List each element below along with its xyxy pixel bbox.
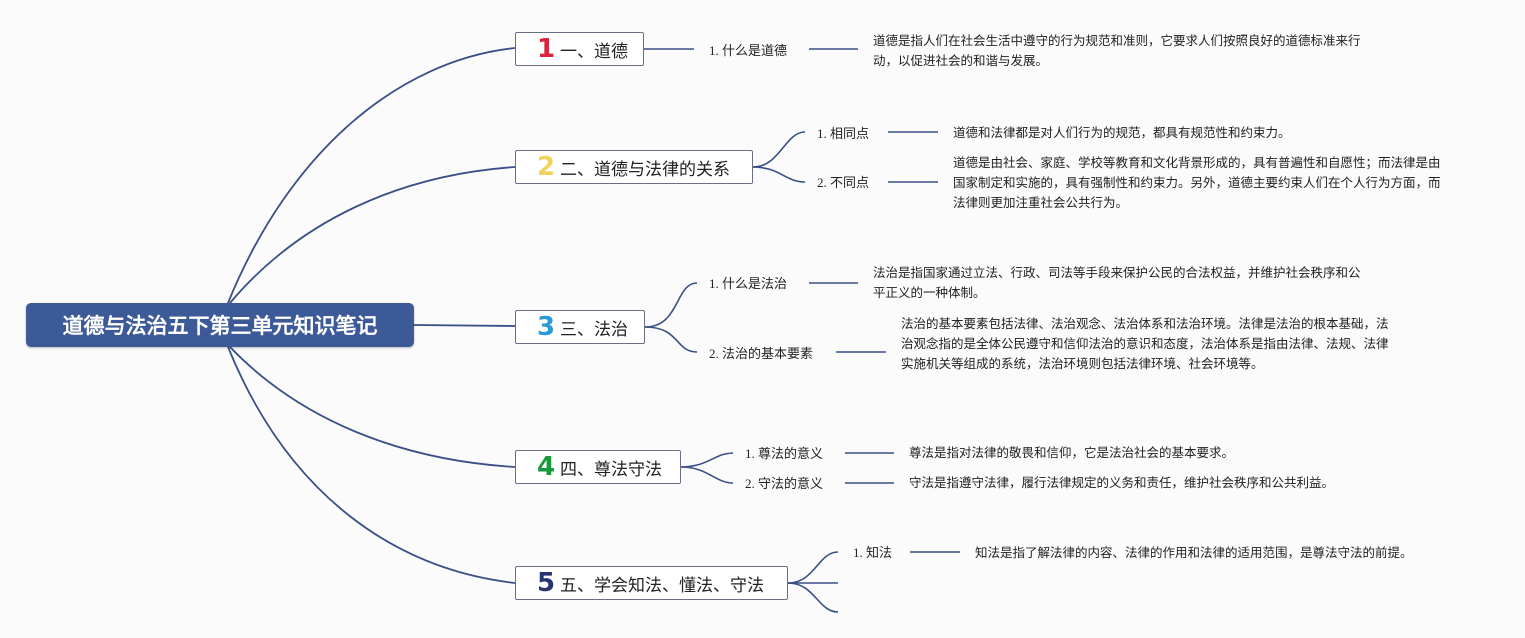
topic-5[interactable]: 5 五、学会知法、懂法、守法 bbox=[515, 566, 788, 600]
subtopic-4-1[interactable]: 1. 尊法的意义 bbox=[745, 446, 824, 461]
detail-2-1: 道德和法律都是对人们行为的规范，都具有规范性和约束力。 bbox=[953, 125, 1291, 140]
detail-3-1: 法治是指国家通过立法、行政、司法等手段来保护公民的合法权益，并维护社会秩序和公平… bbox=[873, 265, 1361, 300]
topic-4-label: 四、尊法守法 bbox=[560, 459, 662, 480]
subtopic-2-2[interactable]: 2. 不同点 bbox=[817, 175, 870, 190]
connector-topic5-sub1 bbox=[787, 551, 839, 584]
root-title: 道德与法治五下第三单元知识笔记 bbox=[62, 314, 378, 338]
topic-1-label: 一、道德 bbox=[560, 41, 628, 62]
connector-root-topic-3 bbox=[413, 324, 516, 327]
connector-topic3-sub1 bbox=[644, 282, 698, 328]
topic-3[interactable]: 3 三、法治 bbox=[515, 310, 645, 344]
number-4-icon: 4 bbox=[536, 452, 556, 482]
connector-topic3-sub2 bbox=[644, 326, 698, 353]
number-5-icon: 5 bbox=[536, 568, 556, 598]
connector-topic2-sub2 bbox=[752, 166, 806, 183]
connector-root-topic-5 bbox=[227, 346, 516, 584]
subtopic-4-2[interactable]: 2. 守法的意义 bbox=[745, 476, 824, 491]
topic-1[interactable]: 1 一、道德 bbox=[515, 32, 644, 66]
connector-root-topic-1 bbox=[227, 47, 516, 304]
topic-3-label: 三、法治 bbox=[560, 319, 628, 340]
topic-5-label: 五、学会知法、懂法、守法 bbox=[560, 575, 764, 596]
detail-2-2: 道德是由社会、家庭、学校等教育和文化背景形成的，具有普遍性和自愿性；而法律是由国… bbox=[953, 155, 1441, 210]
subtopic-2-1[interactable]: 1. 相同点 bbox=[817, 126, 870, 141]
topic-2[interactable]: 2 二、道德与法律的关系 bbox=[515, 150, 753, 184]
detail-1-1: 道德是指人们在社会生活中遵守的行为规范和准则，它要求人们按照良好的道德标准来行动… bbox=[873, 33, 1361, 68]
connector-topic4-sub1 bbox=[680, 452, 734, 468]
number-1-icon: 1 bbox=[536, 34, 556, 64]
connector-root-topic-2 bbox=[229, 166, 516, 304]
subtopic-3-2[interactable]: 2. 法治的基本要素 bbox=[709, 346, 814, 361]
number-3-icon: 3 bbox=[536, 312, 556, 342]
number-2-icon: 2 bbox=[536, 152, 556, 182]
connector-topic4-sub2 bbox=[680, 466, 734, 484]
topic-4[interactable]: 4 四、尊法守法 bbox=[515, 450, 681, 484]
subtopic-3-1[interactable]: 1. 什么是法治 bbox=[709, 276, 788, 291]
subtopic-1-1[interactable]: 1. 什么是道德 bbox=[709, 43, 788, 58]
root-topic[interactable]: 道德与法治五下第三单元知识笔记 bbox=[26, 303, 414, 347]
detail-4-2: 守法是指遵守法律，履行法律规定的义务和责任，维护社会秩序和公共利益。 bbox=[909, 475, 1335, 490]
connector-topic2-sub1 bbox=[752, 131, 806, 168]
detail-5-1: 知法是指了解法律的内容、法律的作用和法律的适用范围，是尊法守法的前提。 bbox=[975, 545, 1413, 560]
connector-root-topic-4 bbox=[229, 346, 516, 468]
detail-4-1: 尊法是指对法律的敬畏和信仰，它是法治社会的基本要求。 bbox=[909, 445, 1235, 460]
topic-2-label: 二、道德与法律的关系 bbox=[560, 159, 730, 180]
detail-3-2: 法治的基本要素包括法律、法治观念、法治体系和法治环境。法律是法治的根本基础，法治… bbox=[901, 316, 1389, 371]
connector-topic5-sub3 bbox=[787, 582, 839, 613]
subtopic-5-1[interactable]: 1. 知法 bbox=[853, 545, 893, 560]
